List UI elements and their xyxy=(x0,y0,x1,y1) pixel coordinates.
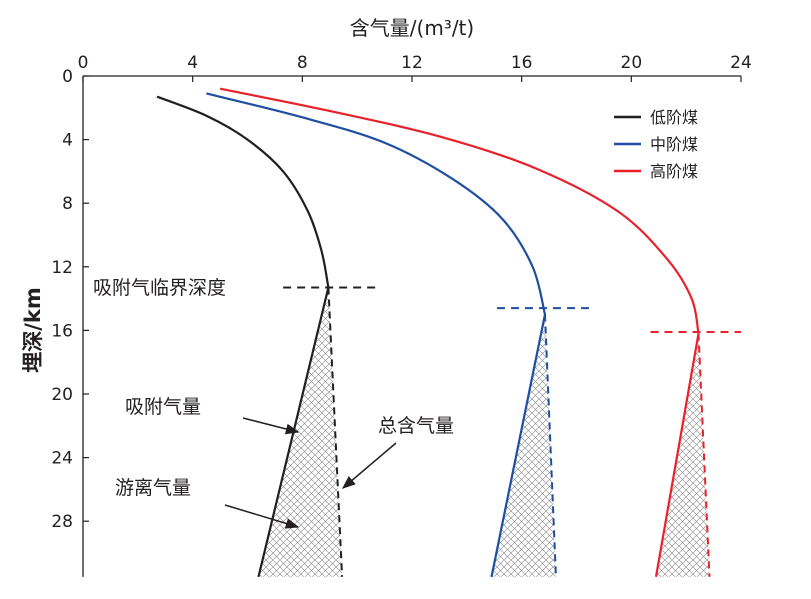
arrow-total-gas xyxy=(341,442,397,489)
y-tick-label: 8 xyxy=(62,194,73,214)
x-tick-label: 8 xyxy=(297,53,308,73)
y-tick-label: 0 xyxy=(62,67,73,87)
annotation-critical-depth: 吸附气临界深度 xyxy=(93,277,226,299)
x-tick-label: 12 xyxy=(401,53,423,73)
x-tick-label: 16 xyxy=(511,53,533,73)
x-tick-label: 20 xyxy=(621,53,643,73)
arrow-free-gas xyxy=(224,504,300,529)
total-gas-line xyxy=(543,314,557,577)
x-tick-label: 4 xyxy=(187,53,198,73)
arrow-adsorbed-gas xyxy=(242,417,300,435)
x-axis-title: 含气量/(m³/t) xyxy=(350,16,474,40)
legend-label: 高阶煤 xyxy=(650,162,698,181)
y-tick-label: 16 xyxy=(51,321,73,341)
free-gas-area xyxy=(656,333,710,577)
adsorbed-gas-line xyxy=(156,95,330,578)
total-gas-line xyxy=(327,287,344,577)
series-lines xyxy=(156,87,741,578)
legend-label: 中阶煤 xyxy=(650,135,698,154)
y-tick-label: 20 xyxy=(51,385,73,405)
legend-label: 低阶煤 xyxy=(650,108,698,127)
y-tick-label: 4 xyxy=(62,131,73,151)
y-tick-label: 24 xyxy=(51,449,73,469)
y-tick-label: 28 xyxy=(51,512,73,532)
axes: 0 4 8 12 16 20 24 0 4 8 12 16 20 24 28 xyxy=(51,53,752,577)
adsorbed-gas-line xyxy=(219,87,700,578)
y-axis-title: 埋深/km xyxy=(21,287,45,373)
x-tick-label: 24 xyxy=(730,53,752,73)
free-gas-area xyxy=(258,287,343,577)
annotation-total-gas: 总含气量 xyxy=(378,415,454,437)
annotation-adsorbed-gas: 吸附气量 xyxy=(125,396,201,418)
adsorbed-gas-line xyxy=(206,92,547,578)
total-gas-line xyxy=(697,333,711,577)
free-gas-areas xyxy=(258,287,710,577)
annotation-free-gas: 游离气量 xyxy=(115,477,191,499)
x-tick-label: 0 xyxy=(78,53,89,73)
free-gas-area xyxy=(491,314,556,577)
y-tick-label: 12 xyxy=(51,258,73,278)
